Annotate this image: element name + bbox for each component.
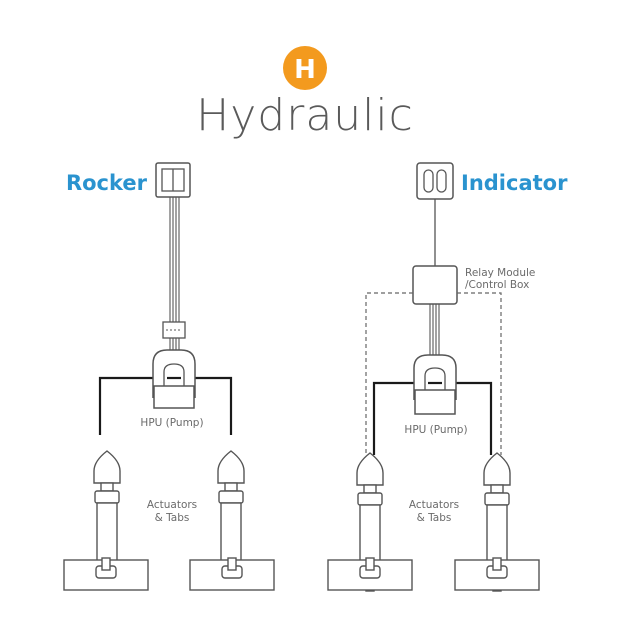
- rocker-diagram: Rocker H: [63, 162, 275, 591]
- rocker-trim-tab-right: [189, 557, 275, 591]
- rocker-tabs-label: & Tabs: [155, 512, 190, 524]
- indicator-heading: Indicator: [461, 171, 568, 195]
- indicator-diagram: Indicator Relay Module /Control Box: [327, 162, 568, 592]
- rocker-pump-label: HPU (Pump): [140, 417, 203, 429]
- indicator-pump-label: HPU (Pump): [404, 424, 467, 436]
- indicator-trim-tab-left: [327, 557, 413, 591]
- badge-circle: [283, 46, 327, 90]
- rocker-trim-tab-left: [63, 557, 149, 591]
- rocker-heading: Rocker: [66, 171, 148, 195]
- relay-label-line1: Relay Module: [465, 267, 535, 279]
- indicator-pump-icon: [413, 354, 457, 415]
- indicator-trim-tab-right: [454, 557, 540, 591]
- rocker-pump-icon: [152, 349, 196, 409]
- rocker-actuators-label: Actuators: [147, 499, 197, 511]
- badge-letter: H: [294, 55, 316, 85]
- rocker-switch-icon: [155, 162, 191, 198]
- indicator-switch-icon: [416, 162, 454, 200]
- relay-label-line2: /Control Box: [465, 279, 529, 291]
- page-title: Hydraulic: [196, 90, 414, 141]
- rocker-wire-harness: [169, 197, 180, 350]
- indicator-tabs-label: & Tabs: [417, 512, 452, 524]
- rocker-connector-icon: [162, 321, 186, 339]
- brand-badge: H: [283, 46, 327, 90]
- indicator-signal-wire-left: [365, 292, 413, 455]
- indicator-wire-harness: [429, 304, 440, 355]
- indicator-actuators-label: Actuators: [409, 499, 459, 511]
- relay-module-icon: [412, 265, 458, 305]
- indicator-signal-wire-right: [457, 292, 502, 455]
